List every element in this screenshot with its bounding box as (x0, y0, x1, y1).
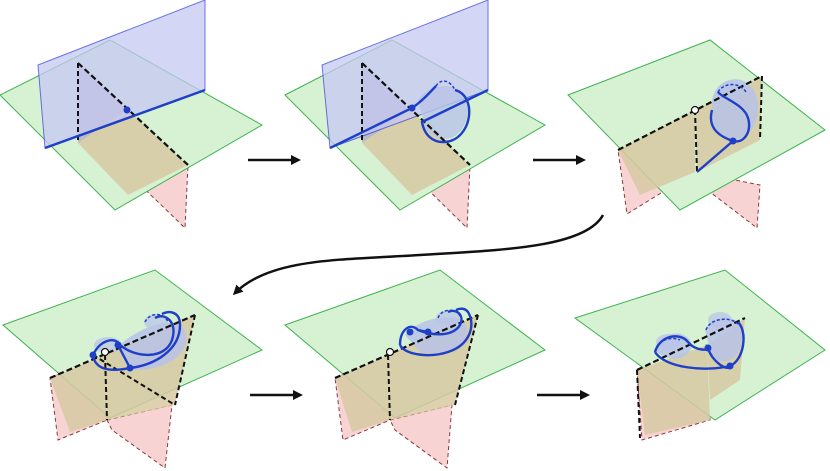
arrow-3-to-4 (232, 214, 605, 296)
dashed-intersection-line (49, 313, 196, 380)
tan-region (50, 355, 107, 432)
dashed-intersection-line (334, 313, 479, 380)
dashed-intersection-line (77, 62, 189, 166)
panel-6 (573, 269, 826, 441)
panel-4 (2, 269, 263, 469)
blue-point (123, 106, 131, 114)
tan-region (78, 110, 188, 195)
tan-region (618, 110, 695, 195)
hidden-arc-left (654, 337, 681, 353)
dashed-vertical-line (387, 354, 391, 421)
open-point (690, 105, 700, 115)
blue-curve (696, 91, 751, 173)
blue-point (729, 137, 737, 145)
panel-2 (284, 0, 547, 230)
blue-point (126, 364, 134, 372)
handle-surface (120, 322, 187, 371)
dashed-vertical-line (636, 369, 641, 439)
blue-point (408, 104, 416, 112)
dashed-vertical-line (104, 354, 108, 421)
open-point (100, 347, 110, 357)
hidden-arc (435, 80, 456, 91)
blue-intersection-line (44, 88, 206, 150)
hidden-arc (717, 83, 747, 93)
blue-point (406, 328, 414, 336)
tan-region (335, 355, 390, 432)
blue-point (114, 341, 122, 349)
handle-cap (144, 314, 168, 330)
blue-curve (91, 311, 182, 371)
hidden-arc (437, 309, 461, 319)
panel-3 (567, 39, 826, 229)
panel-5 (284, 269, 546, 469)
blue-point (704, 344, 712, 352)
open-point (385, 347, 395, 357)
dashed-intersection-line (361, 62, 471, 166)
blue-point (424, 328, 432, 336)
tan-region (362, 110, 470, 195)
handle-cap (708, 312, 732, 328)
dashed-vertical-line (694, 109, 698, 173)
blue-point (89, 351, 97, 359)
dashed-vertical-line-right (759, 75, 763, 141)
dashed-diagonal-line (92, 354, 176, 406)
hidden-arc (144, 313, 169, 323)
panel-1 (0, 0, 264, 230)
dashed-vertical-line-right (174, 314, 196, 406)
arrows (232, 155, 605, 400)
handle-cap (436, 310, 460, 326)
blue-point (726, 362, 734, 370)
handle-surface-right (705, 317, 743, 362)
